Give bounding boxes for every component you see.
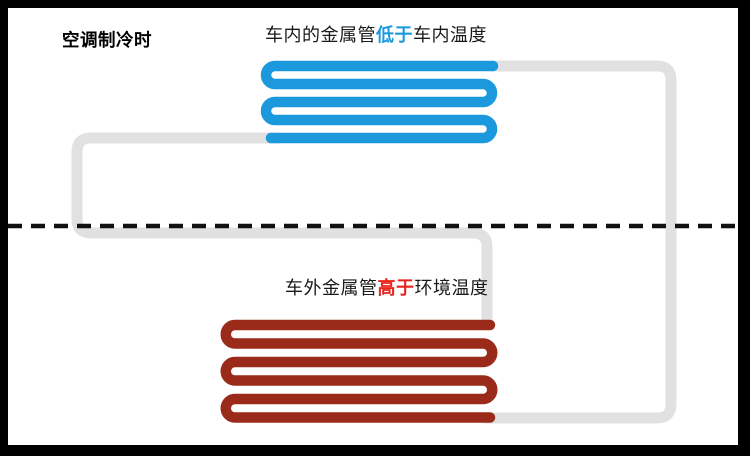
- diagram-title: 空调制冷时: [62, 30, 152, 50]
- outdoor-label-prefix: 车外金属管: [285, 278, 378, 298]
- indoor-coil-label: 车内的金属管低于车内温度: [265, 25, 487, 46]
- outdoor-coil-label: 车外金属管高于环境温度: [285, 278, 489, 299]
- indoor-coil: [260, 60, 499, 144]
- indoor-label-suffix: 车内温度: [413, 25, 487, 45]
- outdoor-label-suffix: 环境温度: [414, 278, 489, 298]
- connecting-pipe-right: [480, 60, 677, 424]
- indoor-label-prefix: 车内的金属管: [265, 25, 376, 45]
- indoor-label-highlight: 低于: [376, 25, 413, 45]
- outdoor-label-highlight: 高于: [377, 278, 415, 298]
- connecting-pipe-left: [71, 132, 493, 327]
- outdoor-coil: [220, 319, 498, 423]
